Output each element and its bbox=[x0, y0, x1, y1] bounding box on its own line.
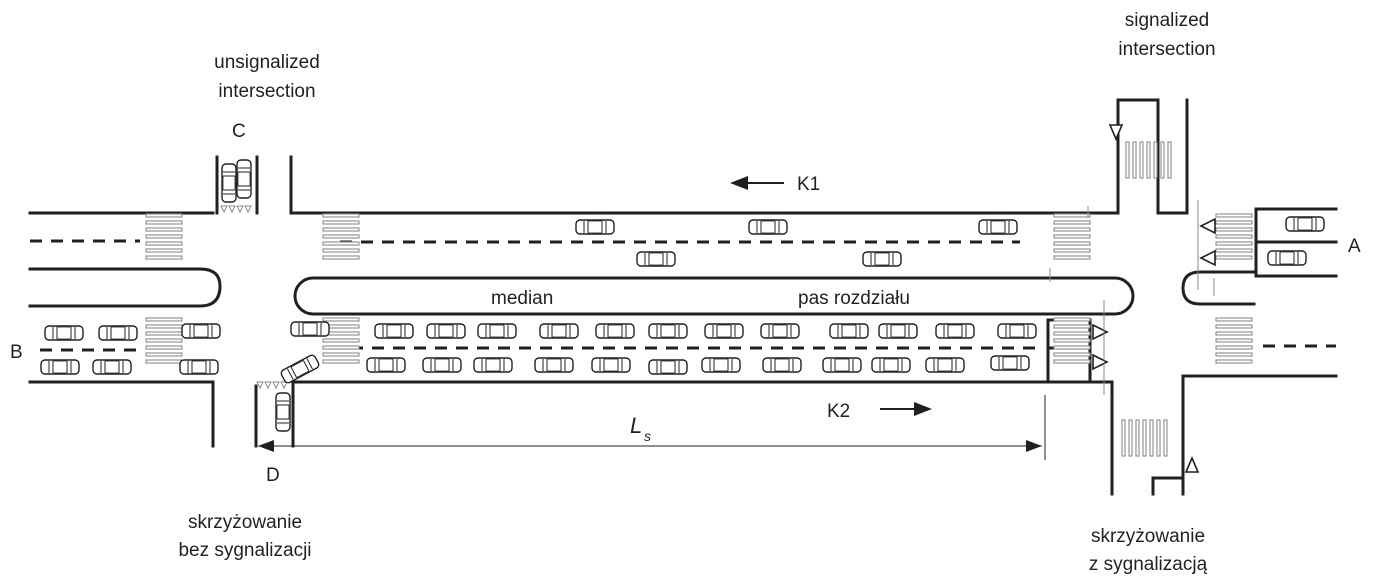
car-icon bbox=[591, 357, 631, 373]
car-icon bbox=[878, 323, 918, 339]
car-icon bbox=[275, 392, 291, 432]
car-icon bbox=[648, 359, 688, 375]
point-c-label: C bbox=[232, 121, 246, 142]
car-icon bbox=[279, 353, 321, 385]
point-b-label: B bbox=[10, 342, 23, 363]
car-icon bbox=[366, 357, 406, 373]
car-icon bbox=[997, 323, 1037, 339]
car-icon bbox=[925, 357, 965, 373]
car-icon bbox=[1267, 250, 1307, 266]
car-icon bbox=[98, 325, 138, 341]
arrow-icon bbox=[730, 176, 784, 190]
car-icon bbox=[760, 323, 800, 339]
car-icon bbox=[636, 251, 676, 267]
arrow-icon bbox=[880, 402, 932, 416]
length-symbol: L bbox=[630, 413, 642, 438]
point-d-label: D bbox=[266, 465, 280, 486]
car-icon bbox=[595, 323, 635, 339]
unsignalized-label-2: intersection bbox=[218, 81, 315, 102]
car-icon bbox=[534, 357, 574, 373]
car-icon bbox=[648, 323, 688, 339]
road-edges bbox=[28, 98, 1338, 496]
car-icon bbox=[221, 163, 237, 203]
car-icon bbox=[473, 357, 513, 373]
car-icon bbox=[374, 323, 414, 339]
median-label: median bbox=[491, 288, 553, 309]
signalized-label-1: signalized bbox=[1125, 10, 1210, 31]
detector-marks bbox=[1049, 200, 1215, 395]
signal-triangle-icon bbox=[1092, 124, 1216, 473]
car-icon bbox=[575, 219, 615, 235]
car-icon bbox=[290, 321, 330, 337]
signalized-label-2: intersection bbox=[1118, 39, 1215, 60]
car-icon bbox=[539, 323, 579, 339]
car-icon bbox=[978, 219, 1018, 235]
car-icon bbox=[990, 355, 1030, 371]
car-icon bbox=[1285, 216, 1325, 232]
car-icon bbox=[762, 357, 802, 373]
lane-markings bbox=[30, 239, 1336, 352]
car-icon bbox=[871, 357, 911, 373]
car-icon bbox=[822, 357, 862, 373]
length-dimension bbox=[258, 395, 1046, 460]
car-icon bbox=[862, 251, 902, 267]
medians bbox=[28, 267, 1256, 316]
car-icon bbox=[92, 359, 132, 375]
direction-k1-label: K1 bbox=[797, 174, 820, 195]
signalized-pl-label-1: skrzyżowanie bbox=[1091, 526, 1205, 547]
car-icon bbox=[704, 323, 744, 339]
unsignalized-pl-label-2: bez sygnalizacji bbox=[178, 540, 311, 561]
car-icon bbox=[179, 359, 219, 375]
yield-triangle-icon bbox=[220, 205, 288, 390]
car-icon bbox=[477, 323, 517, 339]
direction-k2-label: K2 bbox=[827, 401, 850, 422]
point-a-label: A bbox=[1348, 236, 1361, 257]
car-icon bbox=[181, 323, 221, 339]
car-icon bbox=[426, 323, 466, 339]
signalized-pl-label-2: z sygnalizacją bbox=[1089, 554, 1208, 575]
unsignalized-label-1: unsignalized bbox=[214, 52, 320, 73]
car-icon bbox=[44, 325, 84, 341]
unsignalized-pl-label-1: skrzyżowanie bbox=[188, 512, 302, 533]
car-icon bbox=[935, 323, 975, 339]
car-icon bbox=[701, 357, 741, 373]
crosswalk-icon bbox=[145, 141, 1253, 457]
car-icon bbox=[748, 219, 788, 235]
car-icon bbox=[40, 359, 80, 375]
car-icon bbox=[236, 159, 252, 199]
car-icon bbox=[422, 357, 462, 373]
median-pl-label: pas rozdziału bbox=[798, 288, 910, 309]
length-subscript: s bbox=[644, 428, 651, 444]
labels: unsignalized intersection signalized int… bbox=[10, 10, 1361, 575]
car-icon bbox=[829, 323, 869, 339]
